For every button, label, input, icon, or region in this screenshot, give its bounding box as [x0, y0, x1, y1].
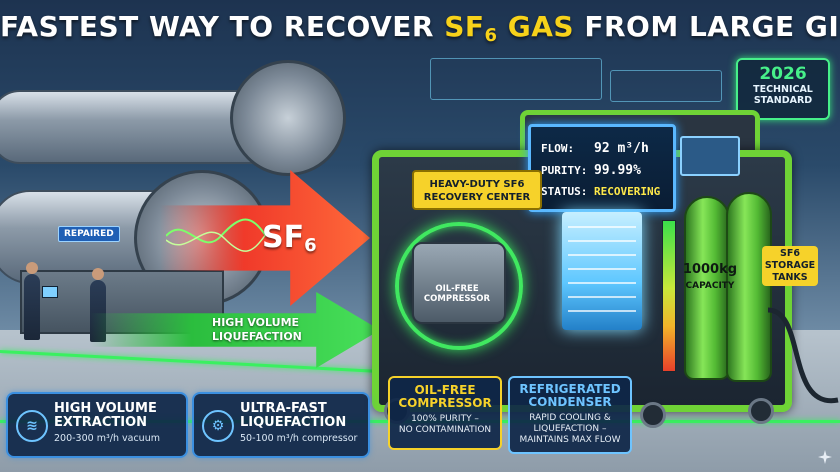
technician [24, 274, 40, 340]
sparkle-icon [818, 450, 832, 464]
storage-tanks-tag: SF6 STORAGE TANKS [762, 246, 818, 286]
gis-flange [230, 60, 346, 176]
refrigerated-condenser-tile: REFRIGERATED CONDENSER RAPID COOLING & L… [508, 376, 632, 454]
page-title: FASTEST WAY TO RECOVER SF6 GAS FROM LARG… [0, 10, 840, 46]
extraction-title-1: HIGH VOLUME [54, 401, 157, 416]
technician-head [26, 262, 38, 274]
compressor-glow-ring [395, 222, 523, 350]
extraction-info: ≋ HIGH VOLUME EXTRACTION 200-300 m³/h va… [6, 392, 188, 458]
extraction-sub: 200-300 m³/h vacuum [54, 433, 160, 444]
compressor-unit [412, 242, 506, 324]
title-after: FROM LARGE GIS [574, 10, 840, 43]
technical-standard-badge: 2026 TECHNICAL STANDARD [736, 58, 830, 120]
caster-wheel [748, 398, 774, 424]
compressor-icon: ⚙ [202, 410, 234, 442]
control-screen [680, 136, 740, 176]
oil-free-compressor-tile: OIL-FREE COMPRESSOR 100% PURITY – NO CON… [388, 376, 502, 450]
liquefaction-info: ⚙ ULTRA-FAST LIQUEFACTION 50-100 m³/h co… [192, 392, 370, 458]
flow-readout: FLOW: 92 m³/h [541, 141, 649, 156]
liquefaction-arrow-label: HIGH VOLUME LIQUEFACTION [212, 316, 302, 343]
technician-head [92, 268, 104, 280]
liquefaction-title-2: LIQUEFACTION [240, 415, 347, 430]
caster-wheel [640, 402, 666, 428]
hud-panel [610, 70, 722, 102]
liquefaction-title-1: ULTRA-FAST [240, 401, 327, 416]
badge-year: 2026 [759, 64, 807, 84]
condenser-unit [562, 212, 642, 330]
purity-readout: PURITY: 99.99% [541, 163, 641, 178]
repaired-tag: REPAIRED [58, 226, 120, 242]
storage-tank [726, 192, 772, 382]
recovery-center-label: HEAVY-DUTY SF6 RECOVERY CENTER [412, 170, 542, 210]
compressor-label: OIL-FREE COMPRESSOR [423, 284, 491, 304]
tank-capacity: 1000kg CAPACITY [682, 262, 738, 291]
badge-line2: STANDARD [753, 95, 813, 106]
hud-panel [430, 58, 602, 100]
level-gauge [662, 220, 676, 372]
title-before: FASTEST WAY TO RECOVER [0, 10, 434, 43]
title-highlight: SF6 GAS [444, 10, 575, 46]
status-display: FLOW: 92 m³/h PURITY: 99.99% STATUS: REC… [528, 124, 676, 212]
gas-swirl-icon [166, 218, 266, 252]
sf6-label: SF6 [262, 220, 317, 256]
extraction-icon: ≋ [16, 410, 48, 442]
liquefaction-sub: 50-100 m³/h compressor [240, 433, 358, 444]
tablet-icon [42, 286, 58, 298]
status-readout: STATUS: RECOVERING [541, 185, 661, 198]
hose [767, 307, 839, 404]
badge-line1: TECHNICAL [753, 84, 813, 95]
storage-tank [684, 196, 730, 380]
extraction-title-2: EXTRACTION [54, 415, 148, 430]
